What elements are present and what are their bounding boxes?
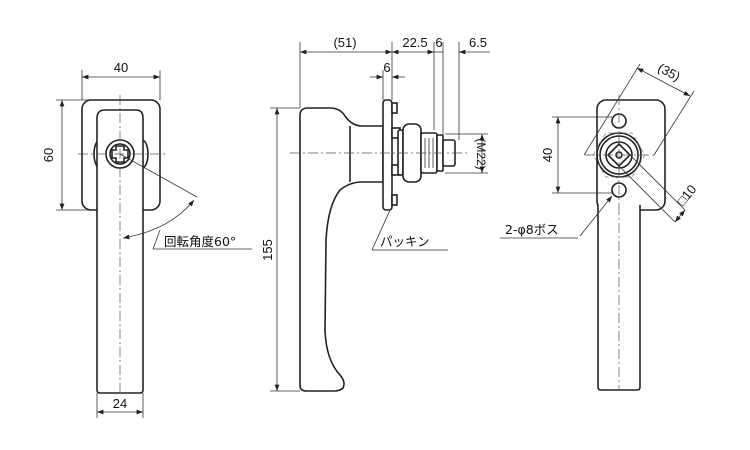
side-view: (51) 22.5 6 6.5 6 155 (M22) パッキン — [260, 35, 490, 392]
dim-6-5: 6.5 — [469, 35, 487, 50]
boss-bottom — [611, 182, 627, 198]
base-plate-side — [382, 99, 393, 211]
square-dim: □10 — [674, 182, 700, 209]
key-slot-icon — [111, 145, 129, 163]
thread-dim: (M22) — [474, 138, 488, 169]
boss-label: 2-φ8ボス — [505, 222, 559, 237]
rear-view: 40 (35) □10 2-φ8ボス — [500, 60, 700, 391]
handle — [96, 109, 144, 394]
handle-profile — [299, 107, 384, 392]
length-dim: 155 — [260, 239, 275, 261]
rotation-angle-label: 回転角度60° — [164, 234, 236, 249]
overall-depth-dim: (51) — [333, 35, 356, 50]
plate-thickness-dim: 6 — [383, 60, 390, 75]
front-height-dim: 60 — [41, 148, 56, 162]
boss-pitch-dim: 40 — [540, 148, 555, 162]
front-width-dim: 40 — [114, 60, 128, 75]
handle-width-dim: 24 — [113, 396, 127, 411]
front-view: 40 60 回転角度60° 24 — [41, 60, 252, 418]
dim-6-top: 6 — [435, 35, 442, 50]
diagonal-dim: (35) — [655, 60, 682, 84]
dim-22-5: 22.5 — [402, 35, 427, 50]
gasket-label: パッキン — [380, 234, 430, 249]
